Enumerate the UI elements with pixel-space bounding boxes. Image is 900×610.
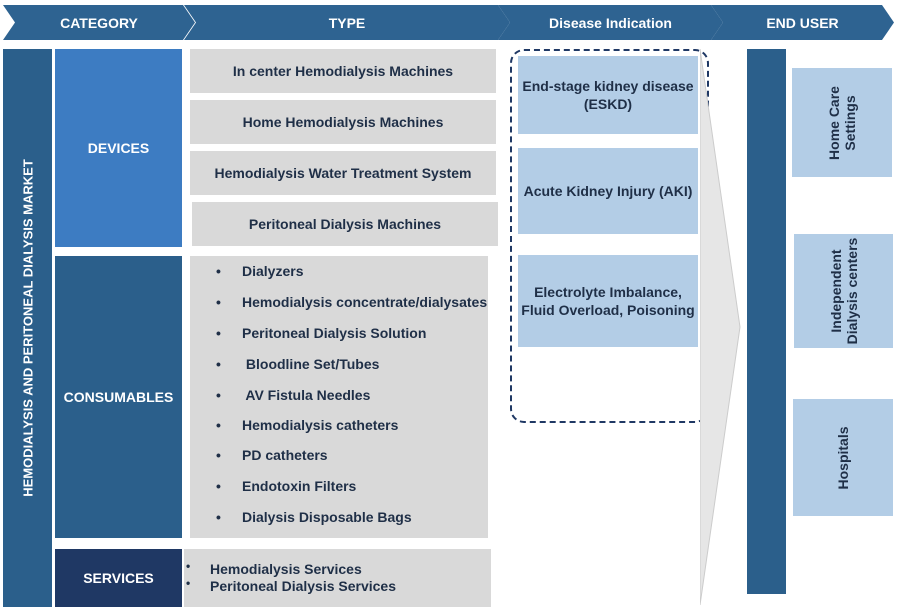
category-services-label: SERVICES: [83, 570, 154, 586]
list-item: • Dialyzers: [190, 259, 488, 283]
end-user-item: Home Care Settings: [792, 68, 892, 177]
disease-item: Electrolyte Imbalance, Fluid Overload, P…: [518, 255, 698, 347]
header-disease: Disease Indication: [498, 5, 723, 40]
services-list: • Hemodialysis Services • Peritoneal Dia…: [184, 549, 491, 607]
list-item-label: Hemodialysis concentrate/dialysates: [242, 294, 488, 310]
list-item-label: Peritoneal Dialysis Solution: [242, 325, 427, 341]
list-item: • Endotoxin Filters: [190, 474, 488, 498]
header-end-user-label: END USER: [766, 14, 839, 31]
category-consumables-label: CONSUMABLES: [63, 389, 174, 405]
bullet-icon: •: [216, 447, 221, 463]
bullet-icon: •: [186, 576, 191, 590]
list-item: • AV Fistula Needles: [190, 383, 488, 407]
end-user-bar: [747, 49, 786, 594]
device-type-item: Hemodialysis Water Treatment System: [190, 151, 496, 195]
bullet-icon: •: [216, 356, 221, 372]
category-devices-label: DEVICES: [87, 140, 150, 156]
list-item: • Hemodialysis catheters: [190, 413, 488, 437]
device-type-label: Peritoneal Dialysis Machines: [248, 216, 442, 232]
bullet-icon: •: [216, 509, 221, 525]
end-user-label: Home Care Settings: [826, 86, 858, 160]
list-item-label: Hemodialysis Services: [210, 561, 362, 577]
header-category: CATEGORY: [3, 5, 195, 40]
disease-line: Electrolyte Imbalance,: [534, 284, 682, 300]
device-type-item: Peritoneal Dialysis Machines: [192, 202, 498, 246]
category-consumables: CONSUMABLES: [55, 256, 182, 538]
category-devices: DEVICES: [55, 49, 182, 247]
disease-text: End-stage kidney disease (ESKD): [522, 77, 693, 113]
header-type: TYPE: [184, 5, 510, 40]
list-item-label: Hemodialysis catheters: [242, 417, 399, 433]
end-user-label: Independent Dialysis centers: [828, 238, 860, 345]
market-label: HEMODIALYSIS AND PERITONEAL DIALYSIS MAR…: [20, 159, 35, 497]
bullet-icon: •: [216, 417, 221, 433]
chevron-shape: [711, 5, 894, 40]
list-item: • Hemodialysis concentrate/dialysates: [190, 290, 488, 314]
list-item-label: Dialysis Disposable Bags: [242, 509, 412, 525]
list-item-label: Dialyzers: [242, 263, 304, 279]
device-type-item: In center Hemodialysis Machines: [190, 49, 496, 93]
bullet-icon: •: [216, 387, 221, 403]
list-item-label: PD catheters: [242, 447, 328, 463]
list-item: • PD catheters: [190, 443, 488, 467]
market-bar: HEMODIALYSIS AND PERITONEAL DIALYSIS MAR…: [3, 49, 52, 607]
end-user-label: Hospitals: [835, 425, 851, 490]
bullet-icon: •: [216, 294, 221, 310]
disease-item: Acute Kidney Injury (AKI): [518, 148, 698, 234]
header-end-user: END USER: [711, 5, 894, 40]
header-category-label: CATEGORY: [60, 14, 138, 31]
device-type-label: Hemodialysis Water Treatment System: [214, 165, 472, 181]
device-type-label: Home Hemodialysis Machines: [242, 114, 444, 130]
list-item: • Bloodline Set/Tubes: [190, 352, 488, 376]
consumables-list: • Dialyzers • Hemodialysis concentrate/d…: [190, 256, 488, 538]
list-item-label: Peritoneal Dialysis Services: [210, 578, 396, 594]
list-item-label: AV Fistula Needles: [242, 387, 371, 403]
disease-item: End-stage kidney disease (ESKD): [518, 56, 698, 134]
chevron-shape: [184, 5, 510, 40]
chevron-shape: [498, 5, 723, 40]
bullet-icon: •: [216, 263, 221, 279]
disease-text: Electrolyte Imbalance, Fluid Overload, P…: [521, 283, 694, 319]
flow-arrow-icon: [700, 49, 741, 606]
chevron-shape: [3, 5, 195, 40]
bullet-icon: •: [216, 325, 221, 341]
end-user-line: Settings: [842, 94, 858, 151]
disease-line: (ESKD): [583, 96, 633, 112]
end-user-line: Dialysis centers: [843, 237, 860, 345]
device-type-label: In center Hemodialysis Machines: [232, 63, 454, 79]
disease-line: Acute Kidney Injury (AKI): [523, 183, 693, 199]
disease-line: End-stage kidney disease: [522, 78, 694, 94]
list-item-label: Bloodline Set/Tubes: [242, 356, 380, 372]
end-user-line: Home Care: [826, 85, 842, 160]
end-user-item: Independent Dialysis centers: [794, 234, 893, 348]
device-type-item: Home Hemodialysis Machines: [190, 100, 496, 144]
category-services: SERVICES: [55, 549, 182, 607]
list-item-label: Endotoxin Filters: [242, 478, 357, 494]
bullet-icon: •: [186, 559, 191, 573]
end-user-line: Independent: [827, 249, 844, 333]
bullet-icon: •: [216, 478, 221, 494]
header-type-label: TYPE: [328, 14, 366, 31]
end-user-item: Hospitals: [793, 399, 893, 516]
header-disease-label: Disease Indication: [549, 14, 672, 31]
list-item: • Peritoneal Dialysis Solution: [190, 321, 488, 345]
disease-line: Fluid Overload, Poisoning: [521, 302, 695, 318]
list-item: • Dialysis Disposable Bags: [190, 505, 488, 529]
